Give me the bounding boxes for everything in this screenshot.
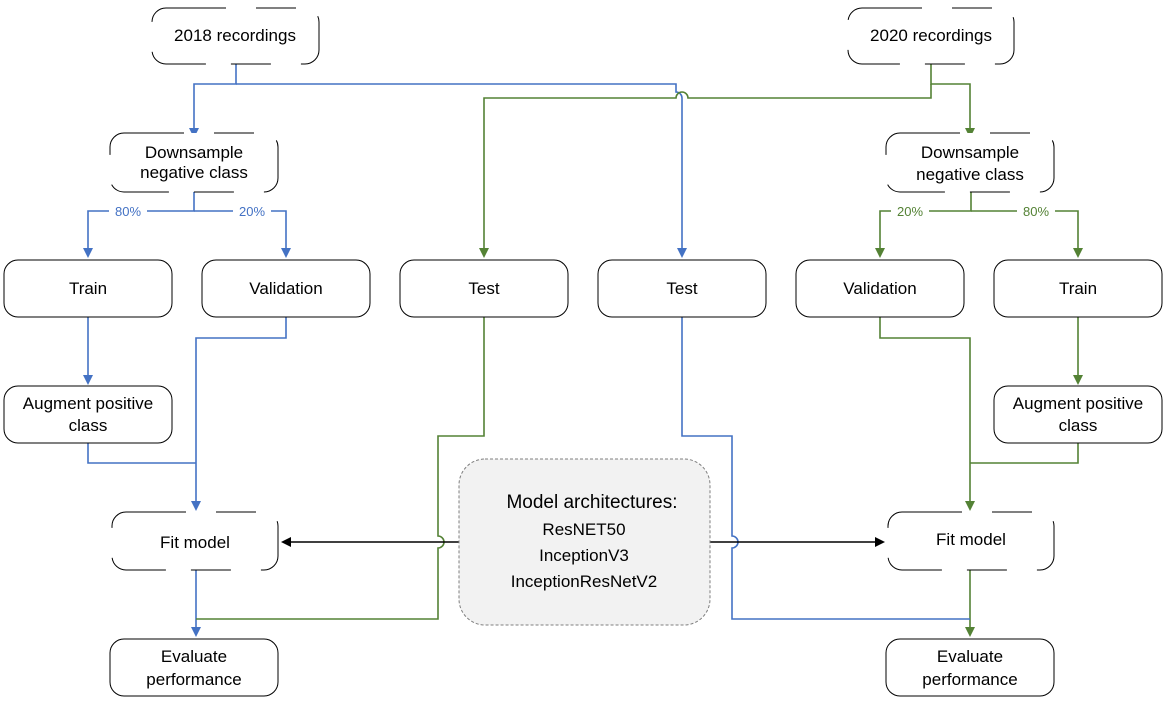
svg-text:performance: performance: [146, 670, 241, 689]
label-bg: [233, 203, 271, 219]
node-2020-recordings: 2020 recordings: [847, 7, 1015, 65]
label-bg: [109, 203, 147, 219]
edge-label-right-train: 80%: [1023, 204, 1049, 219]
arch-item: ResNET50: [542, 520, 625, 539]
node-evaluate-left: Evaluate performance: [109, 638, 279, 697]
svg-text:Test: Test: [468, 279, 499, 298]
node-augment-right: Augment positive class: [993, 385, 1163, 444]
svg-text:negative class: negative class: [140, 163, 248, 182]
node-test-blue: Test: [597, 259, 767, 318]
node-model-architectures: Model architectures: ResNET50 InceptionV…: [458, 458, 711, 626]
node-train-left: Train: [3, 259, 173, 318]
edge-2020-to-downsample: [930, 64, 975, 138]
arch-item: InceptionV3: [539, 546, 629, 565]
svg-text:Validation: Validation: [249, 279, 322, 298]
edge-augment-left-to-fit: [87, 443, 196, 464]
node-evaluate-right: Evaluate performance: [885, 638, 1055, 697]
svg-text:negative class: negative class: [916, 165, 1024, 184]
edge-val-left-to-fit: [191, 317, 287, 511]
edge-2020-to-test-green: [479, 84, 932, 258]
arch-title: Model architectures:: [506, 492, 677, 513]
node-fit-model-left: Fit model: [111, 511, 279, 571]
node-downsample-left: Downsample negative class: [109, 132, 279, 193]
edge-down-left-to-val: [194, 210, 291, 258]
edge-2018-to-test-blue: [236, 83, 687, 258]
node-train-right: Train: [993, 259, 1163, 318]
svg-text:Downsample: Downsample: [145, 143, 243, 162]
node-validation-left: Validation: [201, 259, 371, 318]
svg-text:Evaluate: Evaluate: [161, 647, 227, 666]
node-validation-right: Validation: [795, 259, 965, 318]
edge-2018-to-downsample: [189, 64, 237, 138]
svg-text:Test: Test: [666, 279, 697, 298]
node-augment-left: Augment positive class: [3, 385, 173, 444]
label-bg: [891, 203, 929, 219]
svg-text:2018 recordings: 2018 recordings: [174, 26, 296, 45]
edge-down-right-to-train: [971, 210, 1083, 258]
svg-text:performance: performance: [922, 670, 1017, 689]
svg-text:Augment positive: Augment positive: [23, 394, 153, 413]
edge-down-right-to-val: [875, 192, 972, 258]
svg-text:class: class: [1059, 416, 1098, 435]
svg-text:class: class: [69, 416, 108, 435]
svg-text:Validation: Validation: [843, 279, 916, 298]
edge-augment-right-to-fit: [970, 443, 1079, 464]
edge-test-blue-to-eval-right: [681, 317, 970, 620]
edge-label-right-val: 20%: [897, 204, 923, 219]
svg-text:2020 recordings: 2020 recordings: [870, 26, 992, 45]
svg-text:Fit model: Fit model: [160, 533, 230, 552]
svg-text:Fit model: Fit model: [936, 530, 1006, 549]
svg-text:Evaluate: Evaluate: [937, 647, 1003, 666]
edge-label-left-train: 80%: [115, 204, 141, 219]
svg-text:Train: Train: [1059, 279, 1097, 298]
edge-down-left-to-train: [83, 192, 195, 258]
svg-text:Augment positive: Augment positive: [1013, 394, 1143, 413]
svg-text:Downsample: Downsample: [921, 143, 1019, 162]
edge-val-right-to-fit: [879, 317, 975, 511]
edge-label-left-val: 20%: [239, 204, 265, 219]
svg-text:Train: Train: [69, 279, 107, 298]
edge-test-green-to-eval-left: [196, 317, 485, 620]
node-2018-recordings: 2018 recordings: [151, 7, 320, 65]
node-fit-model-right: Fit model: [887, 511, 1055, 571]
arch-item: InceptionResNetV2: [511, 572, 657, 591]
label-bg: [1017, 203, 1055, 219]
node-downsample-right: Downsample negative class: [885, 132, 1055, 193]
node-test-green: Test: [399, 259, 569, 318]
